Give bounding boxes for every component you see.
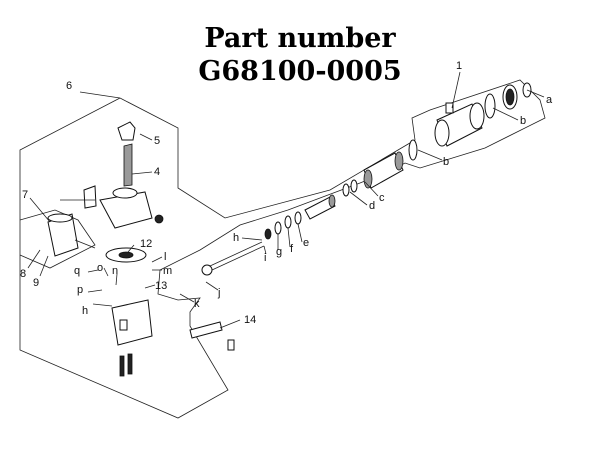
lever-14 <box>189 321 223 339</box>
callout-c: c <box>379 192 385 204</box>
callout-p: p <box>77 284 83 296</box>
lever-pin <box>83 185 97 209</box>
seal-d2 <box>350 179 358 193</box>
callout-6: 6 <box>66 80 72 92</box>
piston-head <box>328 194 336 208</box>
callout-a: a <box>546 94 553 106</box>
callout-4: 4 <box>154 166 160 178</box>
washer-h <box>264 228 272 240</box>
leader-lines <box>27 71 545 329</box>
o-ring-b1 <box>484 93 496 119</box>
nut <box>154 214 164 224</box>
callout-m: m <box>163 265 172 277</box>
callout-labels: 1 a b b c d e f g h i j k l m n o p q h … <box>20 60 553 326</box>
callout-o: o <box>97 262 103 274</box>
bracket-14 <box>227 339 235 351</box>
callout-d: d <box>369 200 375 212</box>
callout-9: 9 <box>33 277 39 289</box>
callout-g: g <box>276 246 282 258</box>
callout-h-lower: h <box>82 305 88 317</box>
base-port <box>119 319 128 331</box>
release-rod-edge <box>211 245 265 271</box>
bolt-1 <box>119 355 125 377</box>
base-assembly <box>105 247 235 377</box>
callout-5: 5 <box>154 135 160 147</box>
callout-i: i <box>264 252 266 264</box>
outer-cylinder-front <box>434 119 450 147</box>
pump-ring <box>112 187 138 199</box>
cylinder-assembly <box>201 82 532 276</box>
inset-frame <box>19 209 96 269</box>
callout-13: 13 <box>155 280 167 292</box>
callout-k: k <box>194 298 200 310</box>
washer-f <box>284 215 292 229</box>
callout-e: e <box>303 237 309 249</box>
handle-socket <box>117 121 136 141</box>
spring-4 <box>123 143 133 187</box>
release-rod <box>209 241 263 267</box>
callout-b-2: b <box>443 156 449 168</box>
washer-e <box>294 211 302 225</box>
base-block <box>111 299 153 346</box>
callout-1: 1 <box>456 60 462 72</box>
bolt-2 <box>127 353 133 375</box>
callout-14: 14 <box>244 314 256 326</box>
part-number-title: Part number G68100-0005 <box>0 22 600 88</box>
seal-d1 <box>342 183 350 197</box>
washer-g <box>274 221 282 235</box>
callout-12: 12 <box>140 238 152 250</box>
callout-l: l <box>164 251 166 263</box>
end-cap-core <box>505 88 515 106</box>
pump-assembly <box>47 121 164 257</box>
title-line-2: G68100-0005 <box>198 56 402 87</box>
base-disc-hub <box>118 251 134 259</box>
release-knob <box>201 264 213 276</box>
o-ring-b2 <box>408 139 418 161</box>
callout-j: j <box>217 287 220 299</box>
callout-h-upper: h <box>233 232 239 244</box>
outer-cylinder-end <box>469 102 485 130</box>
title-line-1: Part number <box>204 23 396 54</box>
oil-plug <box>445 102 454 114</box>
inner-cylinder-end <box>394 151 404 171</box>
reservoir-pin <box>74 239 96 249</box>
callout-7: 7 <box>22 189 28 201</box>
reservoir-top <box>47 213 73 223</box>
callout-q: q <box>74 265 80 277</box>
callout-b-1: b <box>520 115 526 127</box>
piston-rod <box>304 196 336 220</box>
callout-n: n <box>112 265 118 277</box>
callout-8: 8 <box>20 268 26 280</box>
callout-f: f <box>290 243 294 255</box>
